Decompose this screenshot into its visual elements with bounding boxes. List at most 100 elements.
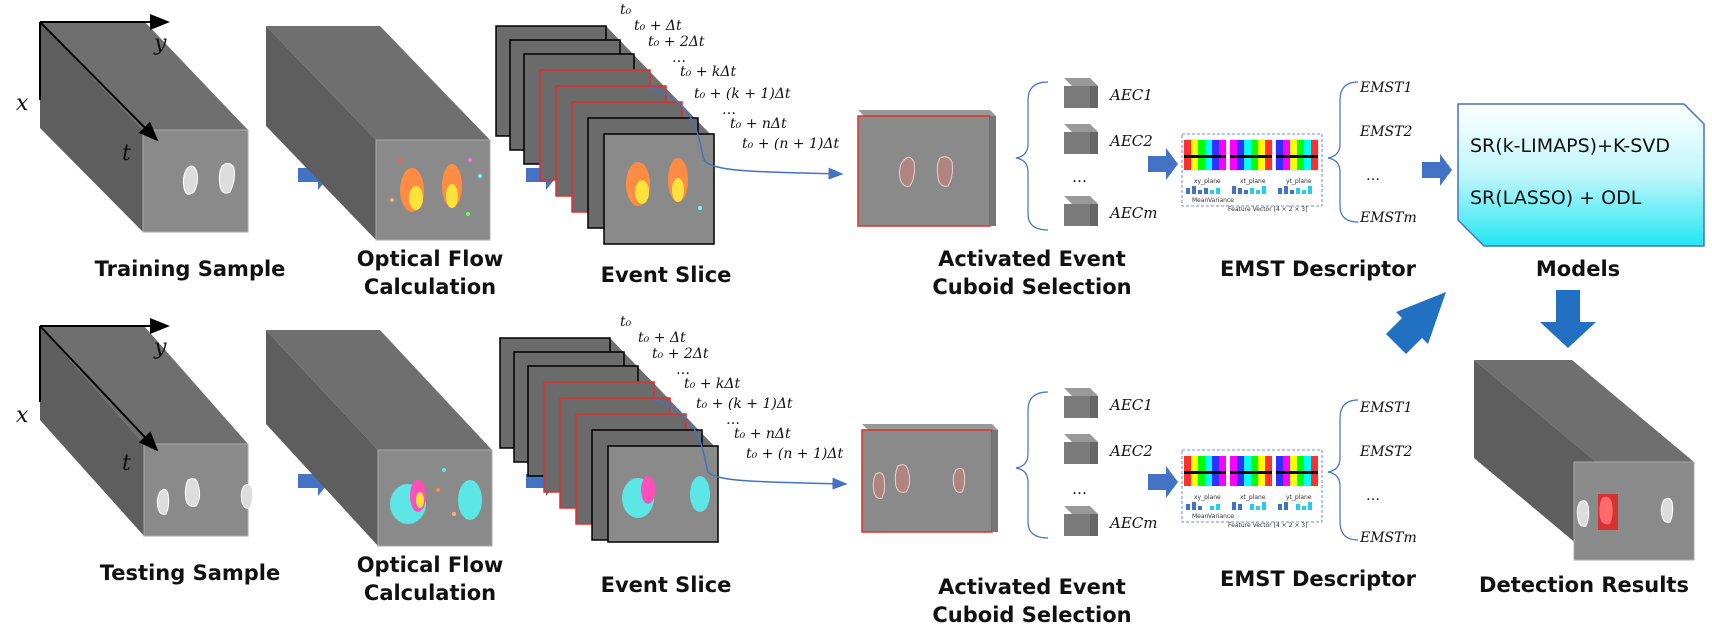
emst-label: … xyxy=(1366,168,1380,184)
time-label: t₀ + Δt xyxy=(638,330,686,346)
emst-label: EMST1 xyxy=(1359,400,1412,416)
emst-labels-1: EMST1 EMST2 … EMSTm xyxy=(1359,80,1417,226)
mean-label: Mean xyxy=(1192,513,1209,520)
time-label: t₀ + (k + 1)Δt xyxy=(694,86,791,102)
aec-label: AEC2 xyxy=(1108,132,1153,150)
axis-t-label: t xyxy=(122,451,131,476)
curve-arrow-2 xyxy=(653,399,848,490)
emst-label: EMST2 xyxy=(1359,444,1412,460)
emst-label: EMST1 xyxy=(1359,80,1412,96)
axis-t-label: t xyxy=(122,141,131,166)
model-line-1: SR(k-LIMAPS)+K-SVD xyxy=(1470,135,1670,157)
plane-label: xy_plane xyxy=(1194,178,1221,185)
aec-cubes-2: AEC1 AEC2 … AECm xyxy=(1064,388,1157,536)
model-line-2: SR(LASSO) + ODL xyxy=(1470,187,1642,209)
models-label: Models xyxy=(1536,257,1620,281)
variance-label: Variance xyxy=(1208,197,1234,204)
aec-label: … xyxy=(1072,168,1087,186)
time-labels-2: t₀ t₀ + Δt t₀ + 2Δt … t₀ + kΔt t₀ + (k +… xyxy=(620,314,843,462)
time-label: t₀ + 2Δt xyxy=(652,346,709,362)
emst-descriptor-label-1: EMST Descriptor xyxy=(1220,257,1417,281)
time-label: t₀ + (n + 1)Δt xyxy=(742,136,839,152)
axis-x-label: x xyxy=(16,91,29,116)
optical-flow-label-2a: Optical Flow xyxy=(357,553,504,577)
time-label: … xyxy=(676,362,690,378)
plane-label: xy_plane xyxy=(1194,494,1221,501)
variance-label: Variance xyxy=(1208,513,1234,520)
time-label: … xyxy=(726,412,740,428)
detection-results-label: Detection Results xyxy=(1479,573,1689,597)
aec-label: … xyxy=(1072,480,1087,498)
time-label: t₀ + 2Δt xyxy=(648,34,705,50)
event-slice-stack-2 xyxy=(499,337,719,543)
testing-sample-block: x y t xyxy=(16,318,254,537)
emst-label: … xyxy=(1366,488,1380,504)
flow-arrow-3 xyxy=(1148,148,1178,180)
models-box: SR(k-LIMAPS)+K-SVD SR(LASSO) + ODL xyxy=(1457,103,1705,247)
aec-block-2 xyxy=(861,424,998,533)
axis-y-label: y xyxy=(153,31,167,56)
person-silhouettes xyxy=(182,162,235,195)
emst-brace-1 xyxy=(1327,81,1359,223)
emst-labels-2: EMST1 EMST2 … EMSTm xyxy=(1359,400,1417,546)
cube-icon xyxy=(1064,78,1098,108)
emst-descriptor-label-2: EMST Descriptor xyxy=(1220,567,1417,591)
event-slice-label-2: Event Slice xyxy=(601,573,732,597)
feature-vector-label: Feature Vector [4 × 2 × 3] xyxy=(1228,522,1307,529)
aec-selection-label-2b: Cuboid Selection xyxy=(932,603,1131,627)
time-label: t₀ + (n + 1)Δt xyxy=(746,446,843,462)
cube-icon xyxy=(1064,196,1098,226)
plane-label: yt_plane xyxy=(1286,494,1312,501)
optical-flow-label-2b: Calculation xyxy=(364,581,496,605)
emst-brace-2 xyxy=(1327,399,1359,541)
curve-arrow-1 xyxy=(649,87,844,180)
aec-block-1 xyxy=(857,110,996,227)
flow-blobs xyxy=(390,158,482,216)
time-label: … xyxy=(722,102,736,118)
training-sample-block: x y t xyxy=(16,14,249,233)
aec-label: AEC2 xyxy=(1108,442,1153,460)
emst-label: EMSTm xyxy=(1359,210,1417,226)
time-label: t₀ + kΔt xyxy=(684,376,740,392)
mean-label: Mean xyxy=(1192,197,1209,204)
aec-label: AEC1 xyxy=(1108,396,1153,414)
cube-icon xyxy=(1064,388,1098,418)
plane-label: xt_plane xyxy=(1240,494,1266,501)
emst-feature-panel-1: xy_plane xt_plane yt_plane Mean Variance… xyxy=(1181,133,1323,213)
flow-arrow-4 xyxy=(1422,154,1452,186)
plane-label: xt_plane xyxy=(1240,178,1266,185)
aec-label: AEC1 xyxy=(1108,86,1153,104)
diagonal-arrow xyxy=(1386,292,1446,354)
flow-arrow-7 xyxy=(1148,466,1178,498)
time-label: t₀ xyxy=(620,314,632,330)
cube-icon xyxy=(1064,124,1098,154)
time-labels-1: t₀ t₀ + Δt t₀ + 2Δt … t₀ + kΔt t₀ + (k +… xyxy=(620,2,839,152)
time-label: t₀ + nΔt xyxy=(730,116,787,132)
cube-icon xyxy=(1064,434,1098,464)
time-label: t₀ + kΔt xyxy=(680,64,736,80)
aec-label: AECm xyxy=(1108,204,1157,222)
aec-brace-2 xyxy=(1015,391,1049,539)
time-label: t₀ xyxy=(620,2,632,18)
event-slice-stack-1 xyxy=(495,25,715,245)
time-label: t₀ + (k + 1)Δt xyxy=(696,396,793,412)
aec-selection-label-1b: Cuboid Selection xyxy=(932,275,1131,299)
aec-cubes-1: AEC1 AEC2 … AECm xyxy=(1064,78,1157,226)
plane-label: yt_plane xyxy=(1286,178,1312,185)
optical-flow-label-1a: Optical Flow xyxy=(357,247,504,271)
aec-label: AECm xyxy=(1108,514,1157,532)
cube-icon xyxy=(1064,506,1098,536)
feature-vector-label: Feature Vector [4 × 2 × 3] xyxy=(1228,206,1307,213)
event-slice-label-1: Event Slice xyxy=(601,263,732,287)
time-label: … xyxy=(672,50,686,66)
aec-selection-label-1a: Activated Event xyxy=(938,247,1126,271)
optical-flow-label-1b: Calculation xyxy=(364,275,496,299)
detection-results-block xyxy=(1474,360,1695,561)
optical-flow-block-1 xyxy=(266,26,491,241)
time-label: t₀ + Δt xyxy=(634,18,682,34)
aec-brace-1 xyxy=(1015,81,1049,231)
optical-flow-block-2 xyxy=(266,330,493,547)
time-label: t₀ + nΔt xyxy=(734,426,791,442)
emst-label: EMST2 xyxy=(1359,124,1412,140)
